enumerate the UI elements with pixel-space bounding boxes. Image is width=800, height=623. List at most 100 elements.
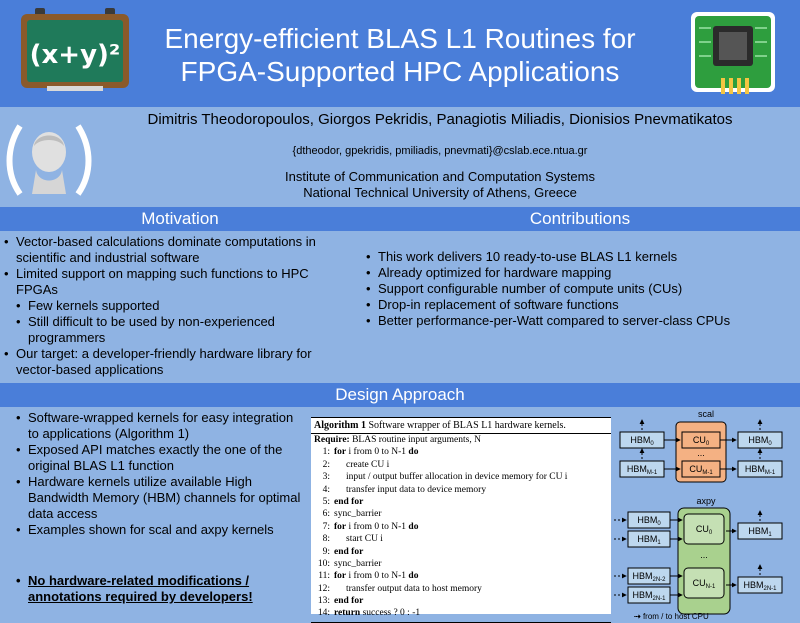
line-number: 5: <box>322 496 330 507</box>
list-item: Exposed API matches exactly the one of t… <box>14 442 306 474</box>
algorithm-line: 11:for i from 0 to N-1 do <box>311 570 611 582</box>
line-text: i from 0 to N-1 <box>346 521 407 532</box>
scal-cu-label: CU0 <box>693 435 710 447</box>
axpy-hbm-out <box>737 522 783 540</box>
axpy-cu-label: CU0 <box>696 524 713 536</box>
legend-text: from / to host CPU <box>642 612 709 621</box>
algorithm-line: 14:return success ? 0 : -1 <box>311 607 611 619</box>
list-item: Already optimized for hardware mapping <box>364 265 794 281</box>
line-body: for i from 0 to N-1 do <box>334 447 418 457</box>
keyword: do <box>406 521 419 532</box>
line-body: create CU i <box>334 460 389 470</box>
line-number: 7: <box>322 521 330 532</box>
line-body: for i from 0 to N-1 do <box>334 571 418 581</box>
algorithm-line: 9: end for <box>311 546 611 558</box>
line-text: create CU i <box>346 459 390 470</box>
institution: Institute of Communication and Computati… <box>90 169 790 201</box>
algorithm-line: 4: transfer input data to device memory <box>311 484 611 496</box>
require-label: Require: <box>314 435 350 445</box>
chip-icon <box>691 12 775 94</box>
title-line-2: FPGA-Supported HPC Applications <box>180 56 620 87</box>
algorithm-line: 6: sync_barrier <box>311 508 611 520</box>
contributions-heading: Contributions <box>529 209 631 228</box>
line-number: 6: <box>322 509 330 520</box>
list-item: Support configurable number of compute u… <box>364 281 794 297</box>
line-number: 12: <box>317 583 330 594</box>
section-bar-top <box>0 207 800 231</box>
scal-hbm-in-label: HBM0 <box>630 435 654 447</box>
design-heading: Design Approach <box>0 383 800 407</box>
algorithm-line: 3: input / output buffer allocation in de… <box>311 471 611 483</box>
axpy-dots: ... <box>700 550 708 560</box>
algorithm-line: 7: for i from 0 to N-1 do <box>311 521 611 533</box>
institution-line-1: Institute of Communication and Computati… <box>285 169 595 184</box>
keyword: do <box>406 571 419 582</box>
line-text: sync_barrier <box>334 509 382 520</box>
line-body: end for <box>334 547 363 557</box>
scal-hbm-out <box>737 460 783 478</box>
line-number: 10: <box>317 558 330 569</box>
algorithm-caption-text: Software wrapper of BLAS L1 hardware ker… <box>368 420 566 431</box>
list-item: Hardware kernels utilize available High … <box>14 474 306 522</box>
list-item: Our target: a developer-friendly hardwar… <box>2 346 342 378</box>
algorithm-line: 2:create CU i <box>311 459 611 471</box>
keyword: for <box>334 571 347 582</box>
title-line-1: Energy-efficient BLAS L1 Routines for <box>164 23 636 54</box>
design-emphasis-list: No hardware-related modifications / anno… <box>14 573 306 605</box>
line-number: 3: <box>322 472 330 483</box>
axpy-title: axpy <box>696 496 716 506</box>
keyword: do <box>406 447 419 458</box>
algorithm-label: Algorithm 1 <box>314 420 366 431</box>
institution-line-2: National Technical University of Athens,… <box>303 185 577 200</box>
emails: {dtheodor, gpekridis, pmiliadis, pnevmat… <box>292 145 588 157</box>
line-text: transfer input data to device memory <box>346 484 487 495</box>
axpy-hbm-in-label: HBM1 <box>637 534 661 546</box>
algorithm-line: 5: end for <box>311 496 611 508</box>
axpy-cu <box>683 513 725 545</box>
chalkboard-icon: (x+y)² <box>21 8 129 91</box>
contributions-list: This work delivers 10 ready-to-use BLAS … <box>364 249 794 329</box>
line-body: start CU i <box>334 534 383 544</box>
university-logo <box>6 124 92 196</box>
line-number: 4: <box>322 484 330 495</box>
line-body: end for <box>334 497 363 507</box>
algorithm-line: 12: transfer output data to host memory <box>311 583 611 595</box>
keyword: end for <box>334 546 364 557</box>
keyword: for <box>334 521 347 532</box>
axpy-hbm-out <box>737 576 783 594</box>
keyword: return <box>334 608 361 619</box>
line-body: sync_barrier <box>334 509 381 519</box>
scal-title: scal <box>698 409 714 419</box>
line-text: i from 0 to N-1 <box>346 447 407 458</box>
require-text: BLAS routine input arguments, N <box>352 435 481 445</box>
scal-hbm-out <box>737 431 783 449</box>
keyword: end for <box>334 596 364 607</box>
list-item: Software-wrapped kernels for easy integr… <box>14 410 306 442</box>
emphasis-item: No hardware-related modifications / anno… <box>14 573 306 605</box>
algorithm-line: 1: for i from 0 to N-1 do <box>311 446 611 458</box>
keyword: end for <box>334 496 364 507</box>
board-formula: (x+y)² <box>30 40 121 70</box>
line-body: end for <box>334 596 363 606</box>
line-number: 1: <box>322 447 330 458</box>
legend-arrow-icon: ⇢ <box>634 612 641 621</box>
algorithm-line: 13:end for <box>311 595 611 607</box>
line-body: input / output buffer allocation in devi… <box>334 472 567 482</box>
line-body: return success ? 0 : -1 <box>334 608 420 618</box>
keyword: for <box>334 447 347 458</box>
list-item: This work delivers 10 ready-to-use BLAS … <box>364 249 794 265</box>
line-number: 9: <box>322 546 330 557</box>
algorithm-caption: Algorithm 1 Software wrapper of BLAS L1 … <box>311 417 611 434</box>
title-banner <box>0 0 800 107</box>
authors: Dimitris Theodoropoulos, Giorgos Pekridi… <box>147 111 733 128</box>
line-body: transfer output data to host memory <box>334 584 482 594</box>
line-text: success ? 0 : -1 <box>360 608 421 619</box>
axpy-blocks: HBM0HBM1HBM2N-2HBM2N-1CU0CUN-1HBM1HBM2N-… <box>614 510 783 604</box>
list-item: Few kernels supported <box>2 298 342 314</box>
list-item: Better performance-per-Watt compared to … <box>364 313 794 329</box>
scal-hbm-out-label: HBM0 <box>748 435 772 447</box>
scal-dots: ... <box>697 448 705 458</box>
line-number: 8: <box>322 534 330 545</box>
